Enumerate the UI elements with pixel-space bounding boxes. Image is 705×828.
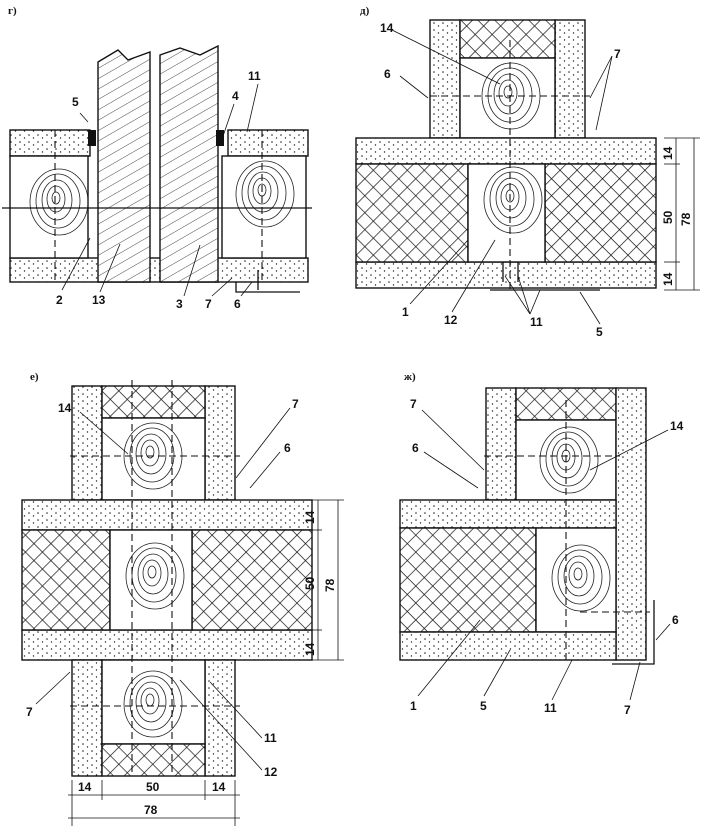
callout-6: 6: [384, 67, 391, 81]
callout-14: 14: [670, 419, 684, 433]
panel-d: д) 14 6: [355, 5, 700, 339]
callout-12: 12: [264, 765, 278, 779]
callout-6-top: 6: [412, 441, 419, 455]
callout-11: 11: [248, 69, 261, 83]
slab-bottom: [355, 261, 657, 289]
callout-6-right: 6: [672, 613, 679, 627]
dim-bottom-78: 78: [144, 803, 158, 817]
panel-letter-g: г): [8, 5, 17, 17]
insulation: [399, 527, 537, 633]
concrete-wall-right: [159, 44, 219, 283]
callout-7-top: 7: [292, 397, 299, 411]
callout-7-top: 7: [410, 397, 417, 411]
upper-post-right: [204, 385, 236, 501]
callout-11: 11: [544, 701, 557, 715]
panel-e: е): [21, 371, 344, 826]
upper-post-left: [429, 19, 461, 139]
upper-insulation: [459, 19, 556, 59]
callout-7: 7: [614, 47, 621, 61]
upper-post-left: [71, 385, 103, 501]
dim-bottom-14-left: 14: [78, 780, 92, 794]
timber-right: [221, 155, 307, 259]
top-slab-right: [227, 129, 309, 157]
callout-6: 6: [284, 441, 291, 455]
upper-post-right: [554, 19, 586, 139]
seal-strip-right: [216, 130, 224, 146]
callout-6: 6: [234, 297, 241, 311]
dim-14-bottom: 14: [661, 272, 675, 286]
seal-strip-left: [88, 130, 96, 146]
lower-insulation: [101, 743, 206, 777]
middle-timber: [467, 163, 546, 263]
callout-11: 11: [530, 315, 543, 329]
upper-timber: [101, 417, 206, 501]
dim-78: 78: [679, 212, 693, 226]
dim-bottom-14-right: 14: [212, 780, 226, 794]
panel-letter-e: е): [30, 371, 39, 383]
slab-top: [21, 499, 313, 531]
slab-bottom: [399, 631, 617, 661]
callout-5: 5: [72, 95, 79, 109]
corner-post: [615, 387, 647, 661]
callout-1: 1: [402, 305, 409, 319]
dim-right-14-bottom: 14: [303, 642, 317, 656]
slab-top: [355, 137, 657, 165]
concrete-wall-left: [97, 49, 151, 283]
slab-bottom: [21, 629, 313, 661]
panel-letter-d: д): [360, 5, 370, 17]
callout-14: 14: [58, 401, 72, 415]
callout-7-bottom: 7: [26, 705, 33, 719]
callout-5: 5: [480, 699, 487, 713]
dim-bottom-50: 50: [146, 780, 160, 794]
callout-5: 5: [596, 325, 603, 339]
callout-4: 4: [232, 89, 239, 103]
callout-11: 11: [264, 731, 277, 745]
callout-13: 13: [92, 293, 106, 307]
top-slab-left: [9, 129, 91, 157]
panel-g: г) 5 11 4 2: [2, 5, 312, 311]
callout-7: 7: [205, 297, 212, 311]
insulation-right: [191, 529, 313, 631]
slab-top: [399, 499, 617, 529]
insulation-left: [21, 529, 111, 631]
upper-insulation: [101, 385, 206, 419]
insulation-right: [544, 163, 657, 263]
panel-letter-zh: ж): [404, 371, 416, 383]
callout-1: 1: [410, 699, 417, 713]
callout-3: 3: [176, 297, 183, 311]
callout-7-bottom: 7: [624, 703, 631, 717]
callout-12: 12: [444, 313, 458, 327]
dim-right-14-top: 14: [303, 510, 317, 524]
dim-right-78: 78: [323, 578, 337, 592]
upper-post: [485, 387, 517, 501]
middle-timber: [535, 527, 617, 633]
insulation-left: [355, 163, 469, 263]
dim-right-50: 50: [303, 576, 317, 590]
dim-14-top: 14: [661, 146, 675, 160]
lower-post-left: [71, 659, 103, 777]
dim-50: 50: [661, 210, 675, 224]
lower-post-right: [204, 659, 236, 777]
callout-14: 14: [380, 21, 394, 35]
middle-timber: [109, 529, 193, 631]
panel-zh: ж) 7 6 14 6 1 5 11 7: [399, 371, 684, 717]
callout-2: 2: [56, 293, 63, 307]
